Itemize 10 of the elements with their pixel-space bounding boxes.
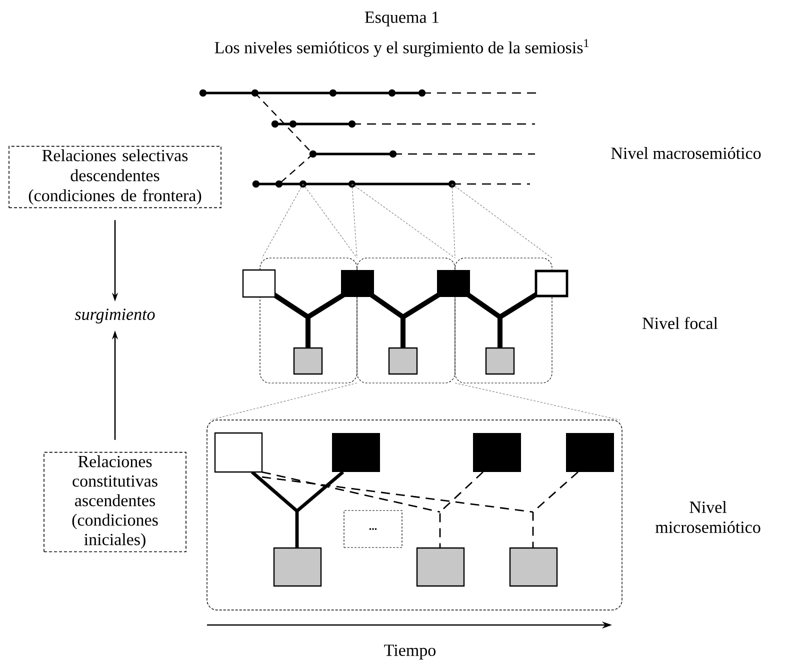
title: Esquema 1 (364, 12, 439, 26)
level-label: Nivel macrosemiótico (611, 147, 761, 159)
axis-label: Tiempo (384, 644, 436, 660)
caption: Los niveles semióticos y el surgimiento de la semiosis$^{1}$ (214, 39, 588, 57)
emergence-label: surgimiento (74, 308, 155, 324)
dashed-text-box: Relaciones selectivas descendentes (condiciones de frontera) (8, 146, 222, 208)
level-label: Nivel microsemiótico (656, 501, 760, 533)
dashed-text-box: Relaciones constitutivas ascendentes (condiciones iniciales) (44, 452, 186, 552)
ellipsis-box: ... (344, 510, 402, 548)
level-label: Nivel focal (642, 316, 718, 330)
